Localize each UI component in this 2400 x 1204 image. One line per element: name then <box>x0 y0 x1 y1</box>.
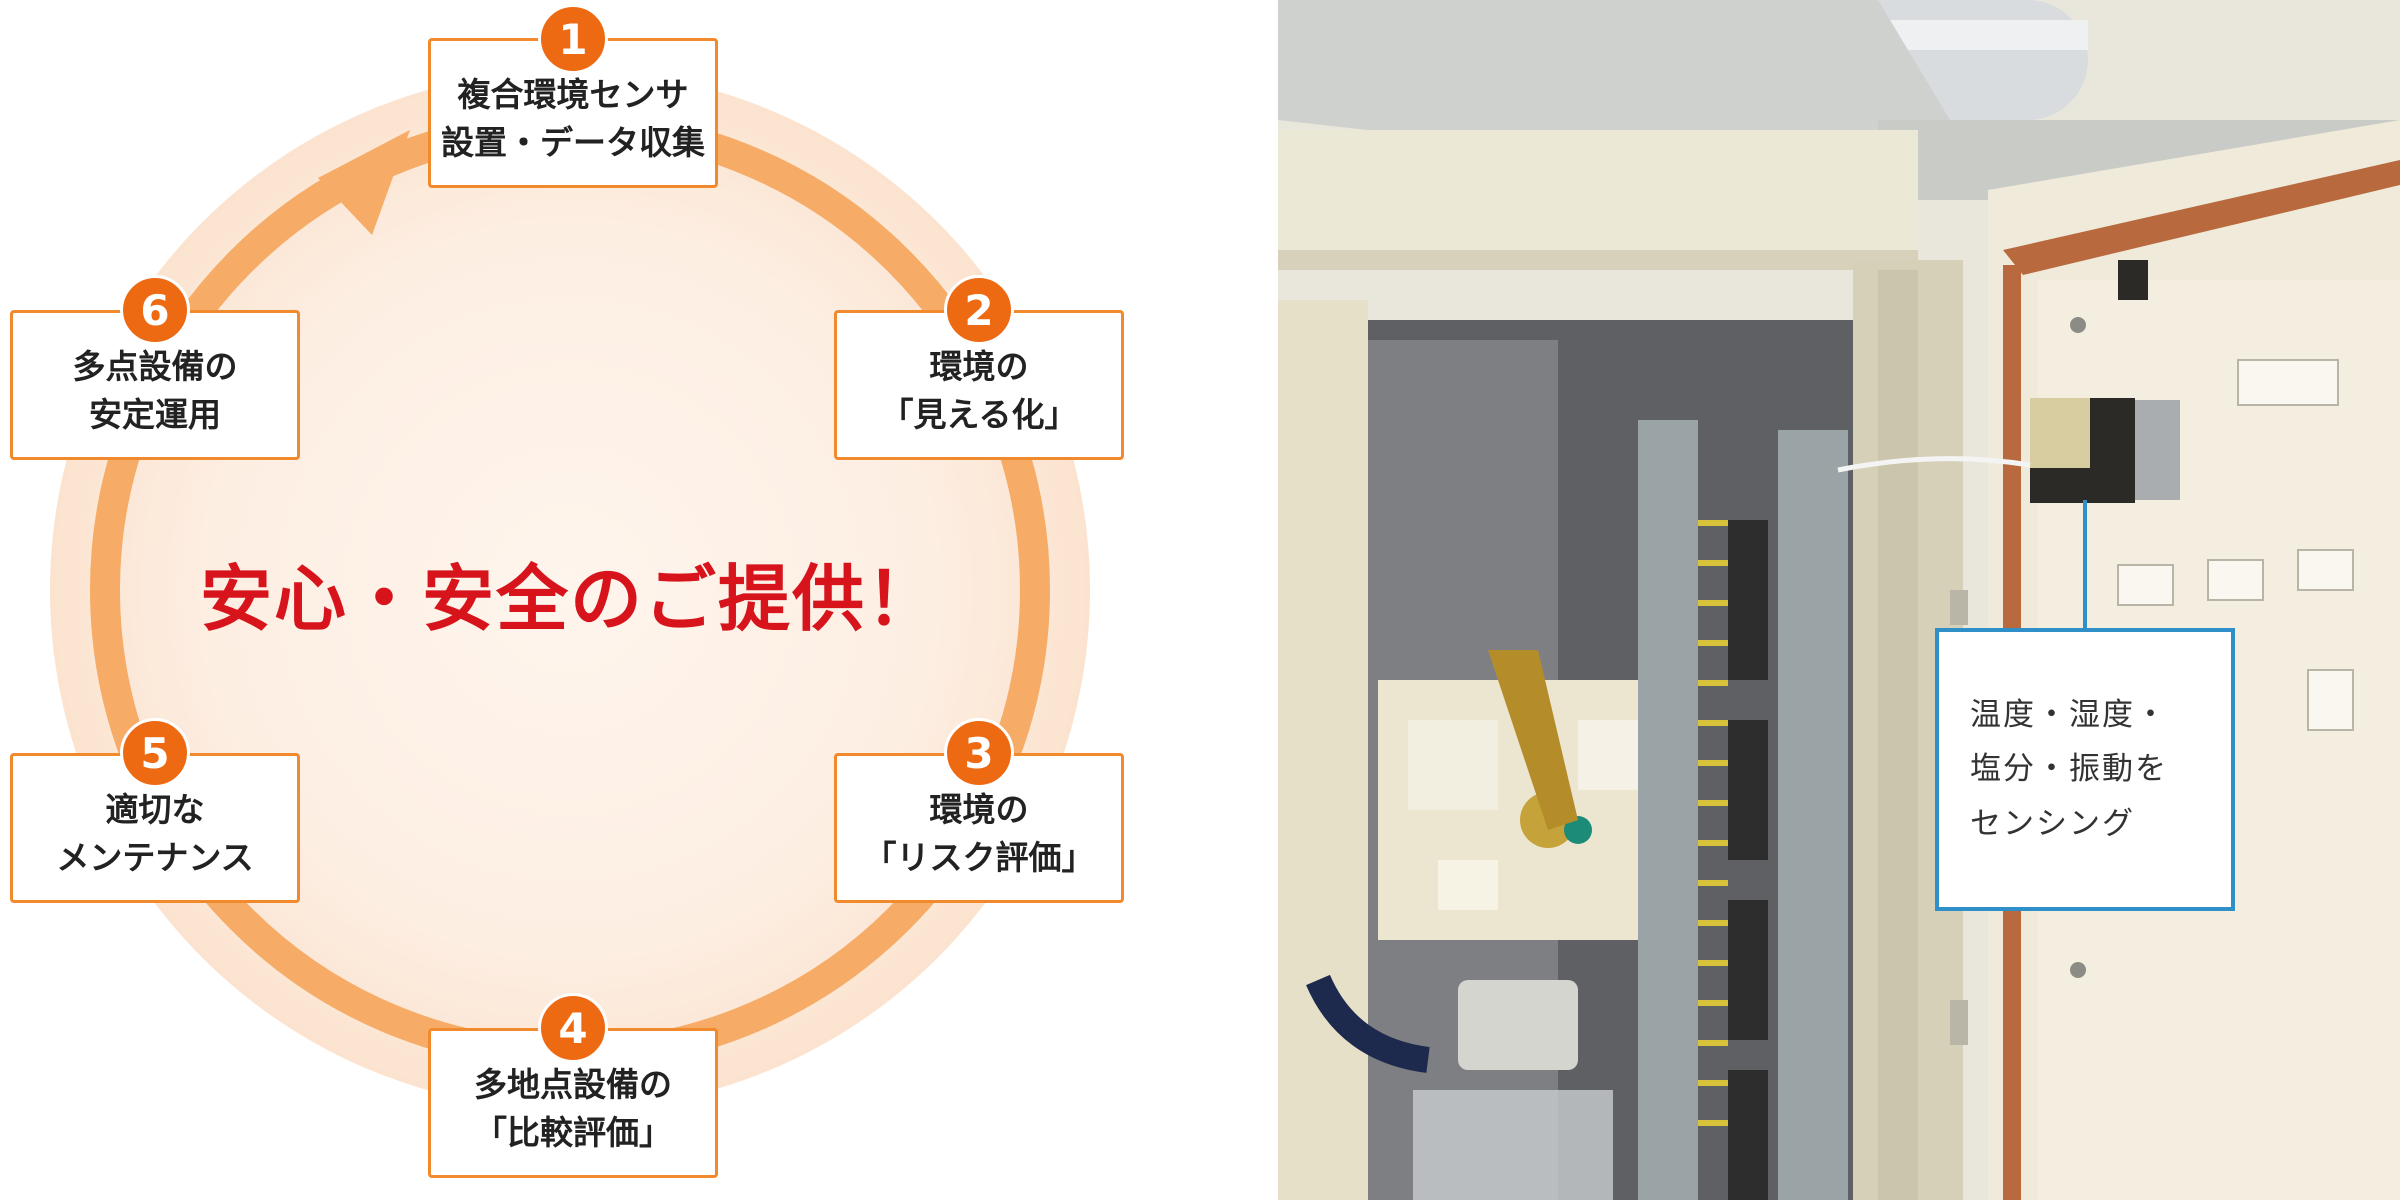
arrow-head <box>318 130 410 235</box>
step-label-4: 多地点設備の 「比較評価」 <box>474 1065 672 1152</box>
step-box-2: 環境の 「見える化」 <box>834 310 1124 460</box>
cabinet-illustration <box>1278 0 2400 1200</box>
step-label-1: 複合環境センサ 設置・データ収集 <box>441 75 705 162</box>
step-number-3: 3 <box>944 718 1014 788</box>
sensing-callout-text: 温度・湿度・ 塩分・振動を センシング <box>1970 697 2168 842</box>
step-number-2: 2 <box>944 275 1014 345</box>
step-number-5: 5 <box>120 718 190 788</box>
step-label-5: 適切な メンテナンス <box>56 790 254 877</box>
center-headline: 安心・安全のご提供！ <box>199 557 940 641</box>
cycle-diagram: 複合環境センサ 設置・データ収集 1 環境の 「見える化」 2 環境の 「リスク… <box>10 4 1124 1178</box>
step-label-2: 環境の 「見える化」 <box>880 347 1078 434</box>
sensing-callout: 温度・湿度・ 塩分・振動を センシング <box>1935 628 2235 911</box>
step-box-1: 複合環境センサ 設置・データ収集 <box>428 38 718 188</box>
callout-connector <box>2083 500 2087 630</box>
background-disc <box>50 70 1090 1110</box>
step-label-3: 環境の 「リスク評価」 <box>863 790 1095 877</box>
step-number-6: 6 <box>120 275 190 345</box>
step-number-4: 4 <box>538 993 608 1063</box>
step-number-1: 1 <box>538 4 608 74</box>
step-label-6: 多点設備の 安定運用 <box>72 347 238 434</box>
step-box-3: 環境の 「リスク評価」 <box>834 753 1124 903</box>
cabinet-photo <box>1278 0 2400 1200</box>
